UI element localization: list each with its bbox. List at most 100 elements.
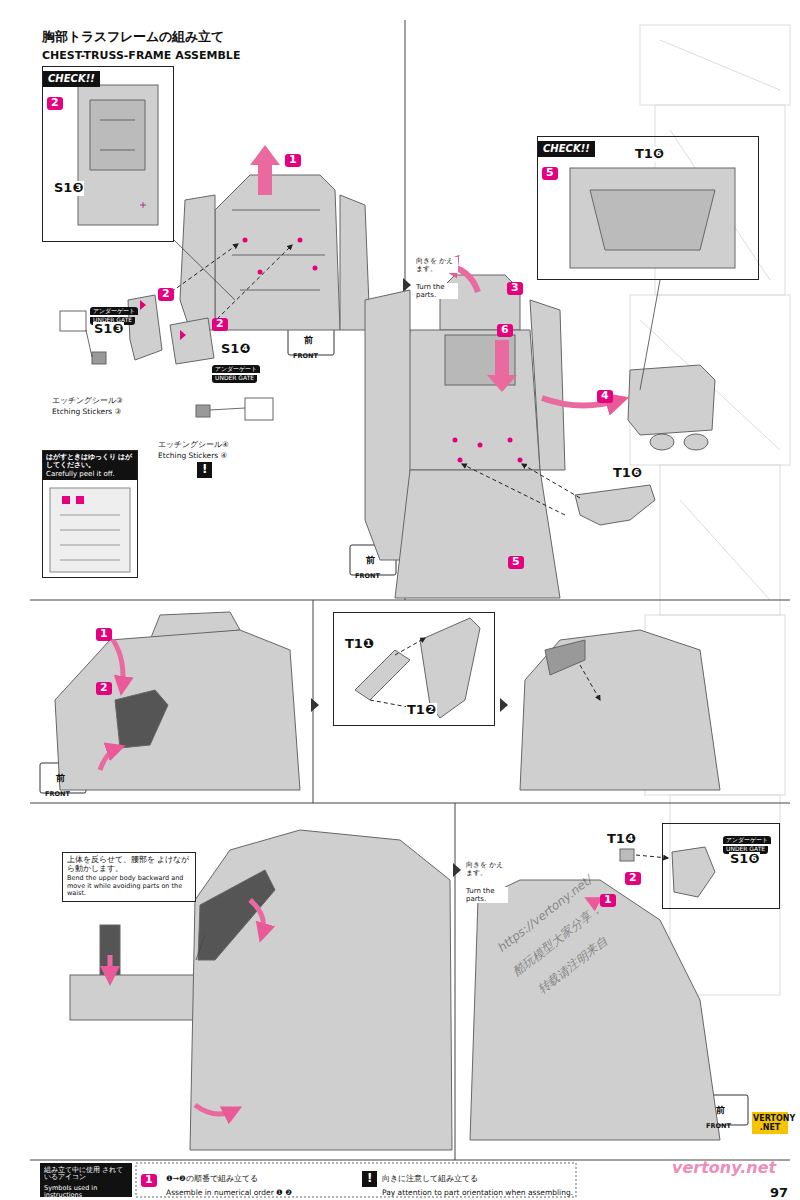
text-holder: 2 — [158, 282, 174, 301]
text-holder: ❶→❷の順番で組み立てる — [166, 1166, 258, 1185]
under-gate-tag: UNDER GATE — [212, 375, 257, 383]
legend-text: ❶→❷の順番で組み立てる — [166, 1175, 258, 1184]
text-holder: 2 — [625, 866, 641, 885]
under-gate-tag: アンダーゲート — [212, 365, 260, 373]
section-subtitle: CHEST-TRUSS-FRAME ASSEMBLE — [42, 50, 240, 63]
text-holder: S1❹ — [220, 338, 251, 357]
check-tab: CHECK!! — [538, 141, 595, 157]
text-holder: 1 — [285, 148, 301, 167]
text-holder: 向きを かえます。 — [466, 860, 508, 879]
text-holder: 4 — [597, 384, 613, 403]
legend-text: 向きに注意して組み立てる — [382, 1175, 478, 1184]
part-number: T1❷ — [406, 703, 437, 718]
note-text: Bend the upper body backward and move it… — [67, 875, 191, 897]
text-holder: FRONT — [355, 563, 380, 582]
callout-number: 3 — [507, 282, 523, 295]
callout-number: 1 — [96, 628, 112, 641]
part-number: S1❸ — [53, 181, 84, 196]
text-holder: 5 — [508, 550, 524, 569]
callout-number: 1 — [285, 154, 301, 167]
part-number: T1❻ — [612, 466, 643, 481]
leader-line — [86, 202, 660, 960]
text-holder: Turn the parts. — [466, 886, 508, 905]
text-holder: CHECK!! — [43, 67, 100, 87]
text-holder: 转载请注明来自 — [540, 980, 624, 999]
text-holder: 組み立て中に使用 されているアイコン — [44, 1164, 130, 1183]
text-holder: Turn the parts. — [416, 282, 458, 301]
callout-number: 2 — [96, 682, 112, 695]
sticker-label: Etching Stickers ③ — [52, 408, 121, 417]
caution-icon: ! — [362, 1171, 377, 1187]
text-holder: T1❻ — [634, 143, 665, 162]
callout-number: 2 — [47, 97, 63, 110]
panel-frame — [30, 20, 790, 1160]
sticker-sheet-box: はがすときはゆっくり はがしてください。Carefully peel it of… — [42, 450, 138, 578]
text-holder: 前 — [366, 548, 375, 567]
callout-number: 2 — [158, 288, 174, 301]
text-holder: 2 — [96, 676, 112, 695]
front-mark: 前 — [304, 335, 313, 345]
text-holder: 向きを かえます。 — [416, 256, 458, 275]
check-box: CHECK!! 5 T1❻ — [537, 136, 759, 280]
text-holder: S1❸ — [93, 318, 124, 337]
text-holder: ! — [197, 458, 212, 478]
callout-number: 5 — [542, 167, 558, 180]
part-number: S1❹ — [220, 342, 251, 357]
front-mark: 前 — [716, 1105, 725, 1115]
callout-number: 2 — [212, 318, 228, 331]
motion-arrow — [100, 145, 620, 1114]
text-holder: 1 — [600, 888, 616, 907]
sticker-label: エッチングシール④ — [158, 441, 229, 450]
note-box: 上体を反らせて、腰部を よけながら動かします。Bend the upper bo… — [62, 852, 196, 902]
text-holder: Symbols used in instructions — [44, 1182, 132, 1200]
text-holder: 2 — [212, 312, 228, 331]
pink-marker — [140, 238, 523, 463]
front-mark: FRONT — [355, 573, 380, 580]
legend-text: Pay attention to part orientation when a… — [382, 1189, 573, 1198]
front-mark: 前 — [366, 555, 375, 565]
section-title: 胸部トラスフレームの組み立て — [42, 30, 224, 45]
text-holder: 2 — [47, 91, 63, 110]
parts-inset: T1❶ T1❷ — [333, 612, 495, 726]
legend-text: Assemble in numerical order ❶ ❷ — [166, 1189, 292, 1198]
legend-frame — [40, 1163, 576, 1197]
text-holder: 胸部トラスフレームの組み立て — [42, 26, 224, 45]
text-holder: 3 — [507, 276, 523, 295]
legend-heading: Symbols used in instructions — [44, 1185, 132, 1200]
text-holder: アンダーゲート — [90, 298, 138, 317]
text-holder: FRONT — [45, 781, 70, 800]
check-box: CHECK!! 2S1❸ — [42, 66, 174, 242]
text-holder: 97 — [770, 1182, 788, 1200]
under-gate-tag: アンダーゲート — [90, 307, 138, 315]
text-holder: CHEST-TRUSS-FRAME ASSEMBLE — [42, 44, 240, 63]
text-holder: 前 — [56, 766, 65, 785]
text-holder: 前 — [304, 328, 313, 347]
callout-number: 5 — [508, 556, 524, 569]
part-number: T1❹ — [606, 832, 637, 847]
text-holder: 6 — [497, 318, 513, 337]
text-holder: 1 — [96, 622, 112, 641]
text-holder: FRONT — [293, 343, 318, 362]
text-holder: S1❸ — [53, 177, 84, 196]
legend-heading: 組み立て中に使用 されているアイコン — [44, 1167, 130, 1182]
callout-number: 6 — [497, 324, 513, 337]
part-number: S1❻ — [729, 852, 760, 867]
front-mark: FRONT — [293, 353, 318, 360]
callout-number: 4 — [597, 390, 613, 403]
front-mark: FRONT — [45, 791, 70, 798]
callout-number: 2 — [625, 872, 641, 885]
peel-note: Carefully peel it off. — [43, 469, 137, 480]
caution-icon: ! — [197, 462, 212, 478]
text-holder: T1❶ — [344, 633, 375, 652]
robot-figure — [50, 85, 735, 1150]
text-holder: T1❻ — [612, 462, 643, 481]
text-holder: FRONT — [706, 1113, 731, 1132]
text-holder: T1❷ — [406, 699, 437, 718]
text-holder: エッチングシール④ — [158, 432, 229, 451]
part-number: S1❸ — [93, 322, 124, 337]
text-holder: vertony.net — [672, 1158, 776, 1177]
peel-note: はがすときはゆっくり はがしてください。 — [43, 451, 137, 469]
front-mark: 前 — [56, 773, 65, 783]
